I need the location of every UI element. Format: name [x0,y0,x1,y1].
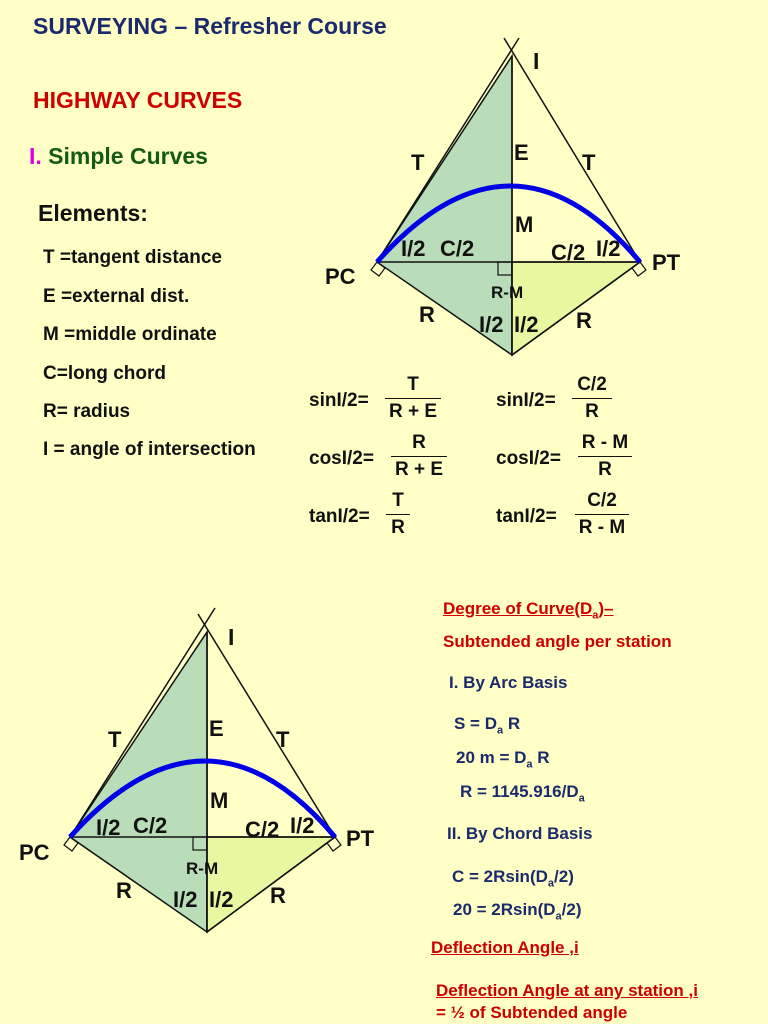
label-r: R [419,302,435,327]
formula-fraction: C/2 R - M [575,490,629,539]
elements-heading: Elements: [38,200,148,226]
label-i-half: I/2 [479,312,504,337]
label-c-half: C/2 [245,817,280,842]
formula-fn: cosI/2= [496,448,561,469]
formula-numerator: C/2 [587,490,617,511]
arc-equation: 20 m = Da R [456,748,550,771]
label-i-half: I/2 [596,236,621,261]
chord-equation: 20 = 2Rsin(Da/2) [453,900,582,923]
label-c-half: C/2 [440,236,475,261]
arc-basis-heading: I. By Arc Basis [449,673,568,692]
label-r-minus-m: R-M [186,859,219,878]
lower-tangent-left [69,607,216,838]
degree-heading: Degree of Curve(Da)– [443,599,614,622]
formula-fn: sinI/2= [496,390,556,411]
lower-tangent-right [197,613,336,838]
label-r-minus-m: R-M [491,283,524,302]
upper-right-angle-mark [497,261,513,276]
label-r: R [116,878,132,903]
label-c-half: C/2 [551,240,586,265]
lower-pc-mark [63,836,79,852]
formula-denominator: R - M [578,517,626,538]
lower-right-angle-mark [192,836,208,851]
label-i-half: I/2 [209,887,234,912]
upper-pc-mark [370,261,386,277]
label-m: M [515,212,534,237]
label-r: R [270,883,286,908]
label-i-half: I/2 [173,887,198,912]
upper-tangent-left [376,37,520,263]
formula-numerator: T [392,490,404,511]
chord-equation: C = 2Rsin(Da/2) [452,867,574,890]
lower-pt-mark [326,836,342,852]
label-m: M [210,788,229,813]
upper-tangent-right [503,37,641,263]
formula-numerator: T [407,374,419,395]
label-e: E [514,140,529,165]
deflection-heading: Deflection Angle ,i [431,938,579,957]
label-r: R [576,308,592,333]
formula-fn: sinI/2= [309,390,369,411]
subsection-number: I. [29,143,42,169]
formula-numerator: R [412,432,426,453]
lower-arc [68,758,337,839]
formula-fn: cosI/2= [309,448,374,469]
label-t: T [582,150,596,175]
label-t: T [411,150,425,175]
formula-fraction: R - M R [578,432,632,481]
subsection-name: Simple Curves [48,143,208,169]
element-item: I = angle of intersection [43,439,256,460]
element-item: T =tangent distance [43,247,222,268]
deflection-definition-cont: = ½ of Subtended angle [436,1003,628,1022]
degree-subheading: Subtended angle per station [443,632,672,651]
label-i-half: I/2 [514,312,539,337]
formula-fn: tanI/2= [496,506,557,527]
deflection-definition: Deflection Angle at any station ,i [436,981,698,1000]
label-t: T [276,727,290,752]
element-item: R= radius [43,401,131,422]
element-item: E =external dist. [43,286,190,307]
element-item: M =middle ordinate [43,324,217,345]
formula-denominator: R + E [388,401,438,422]
chord-basis-heading: II. By Chord Basis [447,824,593,843]
formula-fraction: R R + E [391,432,447,481]
arc-equation: R = 1145.916/Da [460,782,585,805]
label-i-half: I/2 [290,813,315,838]
formula-numerator: C/2 [577,374,607,395]
label-i-half: I/2 [401,236,426,261]
label-i: I [228,624,235,650]
label-pc: PC [325,264,356,289]
upper-pt-mark [631,261,647,277]
upper-radius-right [511,261,641,356]
formula-fraction: T R + E [385,374,441,423]
lower-curve-diagram [63,607,342,934]
label-pt: PT [346,826,375,851]
formula-denominator: R [598,459,612,480]
formula-fn: tanI/2= [309,506,370,527]
label-i: I [533,48,540,74]
label-pt: PT [652,250,681,275]
arc-equation: S = Da R [454,714,521,737]
upper-curve-diagram [370,37,647,357]
page-title: SURVEYING – Refresher Course [33,13,387,39]
subsection-title: I. Simple Curves [29,143,208,170]
label-c-half: C/2 [133,813,168,838]
formula-denominator: R [585,401,599,422]
upper-arc [375,183,642,264]
label-e: E [209,716,224,741]
lower-radius-right [206,836,336,933]
formula-numerator: R - M [581,432,629,453]
formula-denominator: R + E [394,459,444,480]
element-item: C=long chord [43,363,166,384]
label-pc: PC [19,840,50,865]
label-i-half: I/2 [96,815,121,840]
section-title: HIGHWAY CURVES [33,87,243,113]
label-t: T [108,727,122,752]
formula-denominator: R [391,517,405,538]
